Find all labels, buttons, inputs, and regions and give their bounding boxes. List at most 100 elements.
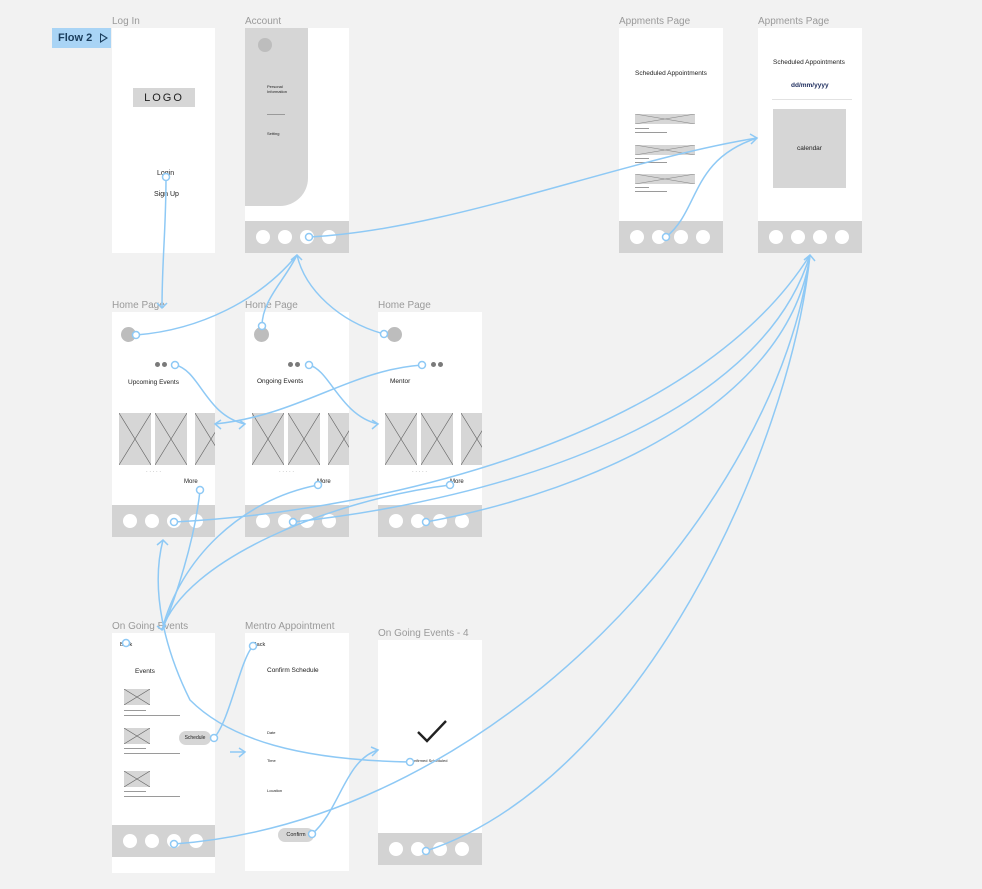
nav-home-icon[interactable] <box>256 230 270 244</box>
nav-appointments-icon[interactable] <box>674 230 688 244</box>
event-thumb[interactable] <box>124 771 150 787</box>
event-thumb[interactable] <box>124 728 150 744</box>
frame-title-ongoing-4: On Going Events - 4 <box>378 628 469 639</box>
frame-title-home-2: Home Page <box>245 300 298 311</box>
more-link[interactable]: More <box>184 479 198 485</box>
nav-events-icon[interactable] <box>145 834 159 848</box>
avatar[interactable] <box>121 327 136 342</box>
date-field[interactable]: dd/mm/yyyy <box>791 82 829 89</box>
frame-account: Personal Information Setting <box>245 28 349 253</box>
frame-ongoing-4: Confirmed Scheduled <box>378 640 482 865</box>
nav-account-icon[interactable] <box>322 514 336 528</box>
flow-badge[interactable]: Flow 2 <box>52 28 111 48</box>
nav-account-icon[interactable] <box>189 834 203 848</box>
bottom-nav <box>378 833 482 865</box>
more-link[interactable]: More <box>450 479 464 485</box>
nav-appointments-icon[interactable] <box>300 514 314 528</box>
nav-account-icon[interactable] <box>189 514 203 528</box>
nav-events-icon[interactable] <box>411 514 425 528</box>
frame-title-appointments-1: Appments Page <box>619 16 691 27</box>
text-line <box>635 162 667 163</box>
more-link[interactable]: More <box>317 479 331 485</box>
carousel-dot[interactable] <box>420 362 426 368</box>
carousel-dot[interactable] <box>162 362 167 367</box>
section-heading: Upcoming Events <box>128 379 179 386</box>
schedule-button[interactable]: Schedule <box>179 731 211 745</box>
event-thumb[interactable] <box>124 689 150 705</box>
event-card[interactable] <box>195 413 215 465</box>
nav-appointments-icon[interactable] <box>813 230 827 244</box>
nav-account-icon[interactable] <box>696 230 710 244</box>
calendar-widget[interactable]: calendar <box>773 109 846 188</box>
event-card[interactable] <box>288 413 320 465</box>
nav-account-icon[interactable] <box>835 230 849 244</box>
nav-home-icon[interactable] <box>630 230 644 244</box>
time-label: Time <box>267 758 276 763</box>
frame-title-home-1: Home Page <box>112 300 165 311</box>
nav-events-icon[interactable] <box>145 514 159 528</box>
nav-appointments-icon[interactable] <box>433 842 447 856</box>
play-icon[interactable] <box>100 33 109 43</box>
nav-events-icon[interactable] <box>411 842 425 856</box>
carousel-dot[interactable] <box>173 362 179 368</box>
frame-title-home-3: Home Page <box>378 300 431 311</box>
avatar[interactable] <box>254 327 269 342</box>
nav-home-icon[interactable] <box>769 230 783 244</box>
setting-item[interactable]: Setting <box>267 131 280 136</box>
account-drawer <box>245 28 308 206</box>
nav-home-icon[interactable] <box>123 834 137 848</box>
bottom-nav <box>245 221 349 253</box>
nav-appointments-icon[interactable] <box>167 834 181 848</box>
frame-login: LOGO Login Sign Up <box>112 28 215 253</box>
nav-events-icon[interactable] <box>278 230 292 244</box>
frame-ongoing-events: Back Events Schedule <box>112 633 215 873</box>
arrowhead <box>370 746 380 757</box>
mentor-card[interactable] <box>385 413 417 465</box>
carousel-dot[interactable] <box>431 362 436 367</box>
frame-title-appointments-2: Appments Page <box>758 16 830 27</box>
nav-account-icon[interactable] <box>322 230 336 244</box>
text-line <box>124 748 146 749</box>
connector <box>425 254 811 523</box>
carousel-dot[interactable] <box>306 362 312 368</box>
personal-info-item[interactable]: Personal Information <box>267 84 288 94</box>
nav-account-icon[interactable] <box>455 842 469 856</box>
nav-events-icon[interactable] <box>791 230 805 244</box>
event-card[interactable] <box>252 413 284 465</box>
nav-events-icon[interactable] <box>278 514 292 528</box>
nav-appointments-icon[interactable] <box>167 514 181 528</box>
event-card[interactable] <box>328 413 349 465</box>
checkmark-icon <box>417 720 447 743</box>
event-card[interactable] <box>119 413 151 465</box>
back-button[interactable]: Back <box>120 642 133 648</box>
pager: . . . . . <box>412 468 428 474</box>
nav-appointments-icon[interactable] <box>433 514 447 528</box>
nav-home-icon[interactable] <box>389 842 403 856</box>
frame-mentor-appointment: Back Confirm Schedule Date Time Location… <box>245 633 349 871</box>
location-label: Location <box>267 788 283 793</box>
carousel-dot[interactable] <box>288 362 293 367</box>
nav-home-icon[interactable] <box>123 514 137 528</box>
mentor-card[interactable] <box>421 413 453 465</box>
nav-home-icon[interactable] <box>256 514 270 528</box>
text-line <box>635 191 667 192</box>
carousel-dot[interactable] <box>438 362 443 367</box>
avatar[interactable] <box>258 38 272 52</box>
nav-appointments-icon[interactable] <box>300 230 314 244</box>
text-line <box>635 132 667 133</box>
avatar[interactable] <box>387 327 402 342</box>
mentor-card[interactable] <box>461 413 482 465</box>
carousel-dot[interactable] <box>155 362 160 367</box>
scheduled-heading: Scheduled Appointments <box>773 59 845 66</box>
nav-home-icon[interactable] <box>389 514 403 528</box>
carousel-dot[interactable] <box>295 362 300 367</box>
nav-events-icon[interactable] <box>652 230 666 244</box>
signup-link[interactable]: Sign Up <box>154 191 179 198</box>
login-link[interactable]: Login <box>157 170 175 177</box>
back-button[interactable]: Back <box>253 642 266 648</box>
event-card[interactable] <box>155 413 187 465</box>
confirm-button[interactable]: Confirm <box>278 828 314 842</box>
frame-appointments-2: Scheduled Appointments dd/mm/yyyy calend… <box>758 28 862 253</box>
text-line <box>635 158 649 159</box>
nav-account-icon[interactable] <box>455 514 469 528</box>
